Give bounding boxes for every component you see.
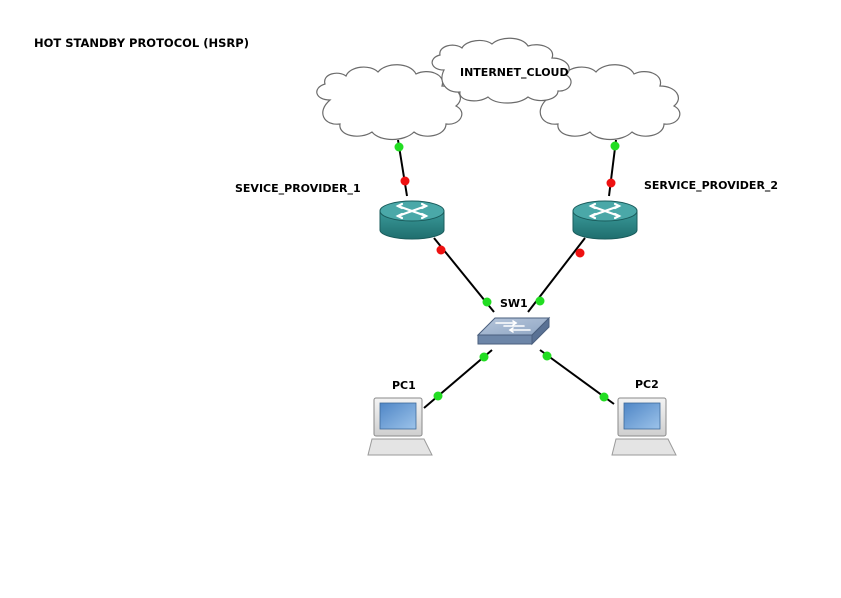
port-status-indicators: [394, 141, 620, 402]
internet-cloud-label: INTERNET_CLOUD: [460, 66, 569, 79]
computer-icon: [367, 397, 433, 456]
port-up-indicator-service_provider_1-sw1-to: [482, 297, 492, 307]
cloud-icon: [316, 37, 681, 141]
router-service-provider-1[interactable]: SEVICE_PROVIDER_1: [235, 182, 445, 240]
pc2-label: PC2: [635, 378, 659, 391]
diagram-title: HOT STANDBY PROTOCOL (HSRP): [34, 36, 249, 50]
port-down-indicator-service_provider_1-sw1-from: [436, 245, 446, 255]
switch-icon: [476, 316, 551, 346]
port-up-indicator-internet_cloud-service_provider_2-from: [610, 141, 620, 151]
pc1[interactable]: PC1: [367, 379, 433, 456]
port-down-indicator-service_provider_2-sw1-from: [575, 248, 585, 258]
port-up-indicator-sw1-pc1-to: [433, 391, 443, 401]
sw1-label: SW1: [500, 297, 528, 310]
computer-icon: [611, 397, 677, 456]
port-down-indicator-internet_cloud-service_provider_2-to: [606, 178, 616, 188]
links: [397, 139, 617, 409]
service-provider-2-label: SERVICE_PROVIDER_2: [644, 179, 778, 192]
port-up-indicator-internet_cloud-service_provider_1-from: [394, 142, 404, 152]
service-provider-1-label: SEVICE_PROVIDER_1: [235, 182, 361, 195]
internet-cloud[interactable]: INTERNET_CLOUD: [316, 37, 681, 141]
router-service-provider-2[interactable]: SERVICE_PROVIDER_2: [572, 179, 778, 240]
pc1-label: PC1: [392, 379, 416, 392]
port-up-indicator-service_provider_2-sw1-to: [535, 296, 545, 306]
port-down-indicator-internet_cloud-service_provider_1-to: [400, 176, 410, 186]
switch-sw1[interactable]: SW1: [476, 297, 551, 346]
port-up-indicator-sw1-pc2-to: [599, 392, 609, 402]
router-icon: [572, 200, 638, 240]
port-up-indicator-sw1-pc1-from: [479, 352, 489, 362]
pc2[interactable]: PC2: [611, 378, 677, 456]
port-up-indicator-sw1-pc2-from: [542, 351, 552, 361]
router-icon: [379, 200, 445, 240]
